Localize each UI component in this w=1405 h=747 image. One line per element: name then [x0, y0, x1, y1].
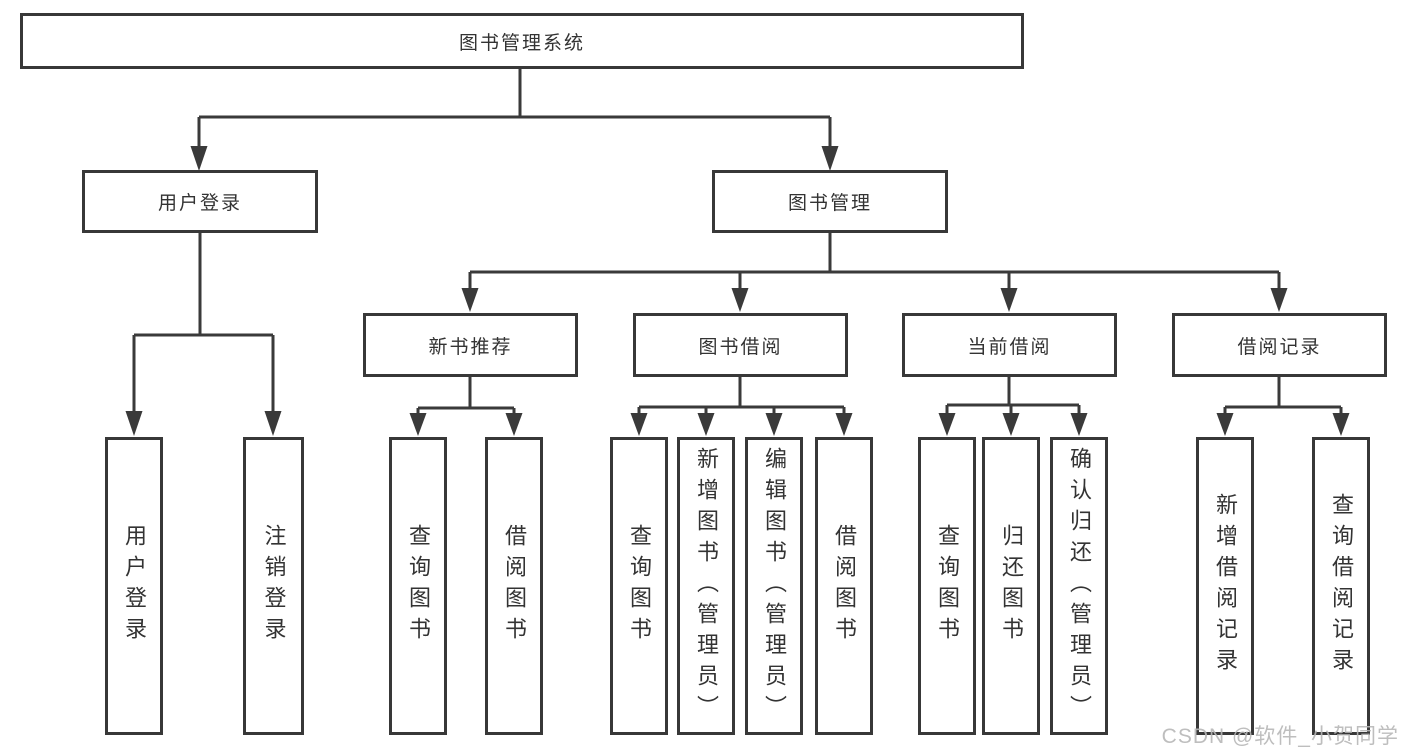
leaf-newbooks-borrow-label: 借阅图书: [502, 524, 527, 648]
leaf-records-add: 新增借阅记录: [1196, 437, 1254, 735]
leaf-current-return: 归还图书: [982, 437, 1040, 735]
node-borrow-records-label: 借阅记录: [1237, 336, 1322, 358]
node-user-login: 用户登录: [82, 170, 318, 233]
connector-book-mgmt-to-level3: [461, 233, 1288, 312]
leaf-user-login-label: 用户登录: [122, 524, 147, 648]
node-book-mgmt: 图书管理: [712, 170, 948, 233]
connector-new-books-to-leaves: [409, 377, 523, 436]
leaf-user-login: 用户登录: [105, 437, 163, 735]
leaf-logout-label: 注销登录: [261, 524, 287, 648]
leaf-borrow-edit-admin: 编辑图书（管理员）: [745, 437, 803, 735]
node-root-system: 图书管理系统: [20, 13, 1024, 69]
leaf-borrow-add-admin-label: 新增图书（管理员）: [694, 446, 719, 726]
connector-borrow-records-to-leaves: [1216, 377, 1350, 436]
leaf-current-confirm-admin: 确认归还（管理员）: [1050, 437, 1108, 735]
node-new-books-label: 新书推荐: [428, 336, 513, 358]
leaf-logout: 注销登录: [243, 437, 304, 735]
node-new-books: 新书推荐: [363, 313, 578, 377]
leaf-borrow-book: 借阅图书: [815, 437, 873, 735]
leaf-current-return-label: 归还图书: [999, 524, 1024, 648]
connector-root-to-level2: [190, 68, 839, 171]
leaf-current-query: 查询图书: [918, 437, 976, 735]
leaf-newbooks-query-label: 查询图书: [406, 524, 431, 648]
leaf-records-query-label: 查询借阅记录: [1329, 493, 1354, 679]
leaf-current-query-label: 查询图书: [935, 524, 960, 648]
node-borrow-records: 借阅记录: [1172, 313, 1387, 377]
node-current-borrow-label: 当前借阅: [967, 336, 1052, 358]
leaf-borrow-query: 查询图书: [610, 437, 668, 735]
node-root-label: 图书管理系统: [458, 32, 585, 54]
node-book-borrow-label: 图书借阅: [698, 336, 783, 358]
csdn-watermark: CSDN @软件_小贺同学: [1161, 725, 1399, 747]
connector-book-borrow-to-leaves: [630, 377, 853, 436]
leaf-newbooks-borrow: 借阅图书: [485, 437, 543, 735]
node-current-borrow: 当前借阅: [902, 313, 1117, 377]
leaf-borrow-add-admin: 新增图书（管理员）: [677, 437, 735, 735]
leaf-newbooks-query: 查询图书: [389, 437, 447, 735]
leaf-borrow-book-label: 借阅图书: [832, 524, 857, 648]
leaf-records-query: 查询借阅记录: [1312, 437, 1370, 735]
leaf-borrow-query-label: 查询图书: [627, 524, 652, 648]
node-book-mgmt-label: 图书管理: [787, 193, 872, 214]
leaf-borrow-edit-admin-label: 编辑图书（管理员）: [762, 446, 787, 726]
node-book-borrow: 图书借阅: [633, 313, 848, 377]
node-user-login-label: 用户登录: [157, 193, 242, 214]
connector-current-borrow-to-leaves: [938, 377, 1088, 436]
connector-user-login-to-leaves: [125, 233, 282, 436]
leaf-records-add-label: 新增借阅记录: [1213, 493, 1238, 679]
leaf-current-confirm-admin-label: 确认归还（管理员）: [1067, 446, 1092, 726]
